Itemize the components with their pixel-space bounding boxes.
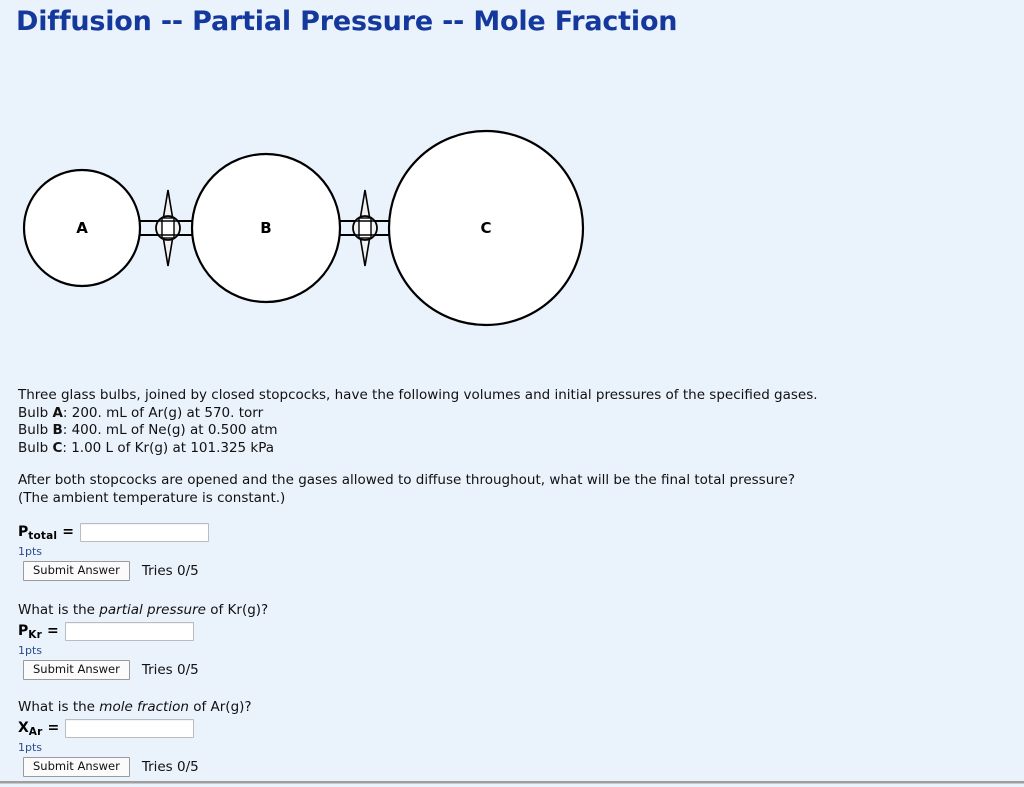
main-question-line-1: After both stopcocks are opened and the … [18, 472, 795, 488]
prompt-mole-fraction-ar: What is the mole fraction of Ar(g)? [18, 699, 252, 715]
variable-label-pkr: PKr [18, 623, 42, 641]
tries-label-total-pressure: Tries 0/5 [141, 563, 199, 579]
variable-label-xar: XAr [18, 720, 43, 738]
equals-sign-pkr: = [46, 623, 59, 639]
submit-button-mole-fraction-ar[interactable]: Submit Answer [23, 757, 130, 777]
main-question-text: After both stopcocks are opened and the … [18, 472, 795, 507]
stopcock-ab-icon[interactable] [155, 189, 181, 267]
question-mole-fraction-ar: What is the mole fraction of Ar(g)? XAr … [18, 698, 618, 777]
answer-row-partial-pressure-kr: PKr = [18, 620, 618, 642]
submit-row-total-pressure: Submit Answer Tries 0/5 [18, 561, 618, 581]
answer-input-mole-fraction-ar[interactable] [65, 718, 195, 738]
three-bulb-diagram: A B C [0, 120, 640, 350]
answer-input-total-pressure[interactable] [79, 522, 209, 542]
submit-button-total-pressure[interactable]: Submit Answer [23, 561, 130, 581]
main-question-line-2: (The ambient temperature is constant.) [18, 489, 286, 506]
bulb-a-spec: Bulb A: 200. mL of Ar(g) at 570. torr [18, 404, 264, 421]
bulb-b-spec: Bulb B: 400. mL of Ne(g) at 0.500 atm [18, 422, 278, 438]
variable-label-ptotal: Ptotal [18, 524, 58, 542]
page-title: Diffusion -- Partial Pressure -- Mole Fr… [16, 6, 678, 37]
points-label-mole-fraction-ar: 1pts [18, 741, 43, 754]
problem-intro-line: Three glass bulbs, joined by closed stop… [18, 387, 818, 403]
question-partial-pressure-kr: What is the partial pressure of Kr(g)? P… [18, 601, 618, 680]
bulb-c: C [387, 129, 585, 327]
bulb-c-label: C [480, 219, 491, 237]
submit-button-partial-pressure-kr[interactable]: Submit Answer [23, 660, 130, 680]
answer-input-partial-pressure-kr[interactable] [64, 621, 194, 641]
bulb-a: A [22, 168, 142, 288]
bulb-b: B [190, 152, 342, 304]
prompt-partial-pressure-kr: What is the partial pressure of Kr(g)? [18, 602, 269, 618]
bulb-c-spec: Bulb C: 1.00 L of Kr(g) at 101.325 kPa [18, 439, 275, 456]
question-total-pressure: Ptotal = 1pts Submit Answer Tries 0/5 [18, 521, 618, 581]
bulb-b-label: B [260, 219, 271, 237]
points-label-total-pressure: 1pts [18, 545, 43, 558]
equals-sign-ptotal: = [62, 524, 74, 540]
answer-row-mole-fraction-ar: XAr = [18, 717, 618, 739]
submit-row-mole-fraction-ar: Submit Answer Tries 0/5 [18, 757, 618, 777]
points-label-partial-pressure-kr: 1pts [18, 644, 43, 657]
problem-statement: Three glass bulbs, joined by closed stop… [18, 387, 818, 457]
tries-label-mole-fraction-ar: Tries 0/5 [141, 759, 199, 775]
equals-sign-xar: = [47, 720, 60, 736]
bulb-a-label: A [76, 219, 88, 237]
footer-divider [0, 781, 1024, 784]
stopcock-bc-icon[interactable] [352, 189, 378, 267]
answer-row-total-pressure: Ptotal = [18, 521, 618, 543]
tries-label-partial-pressure-kr: Tries 0/5 [141, 662, 199, 678]
submit-row-partial-pressure-kr: Submit Answer Tries 0/5 [18, 660, 618, 680]
